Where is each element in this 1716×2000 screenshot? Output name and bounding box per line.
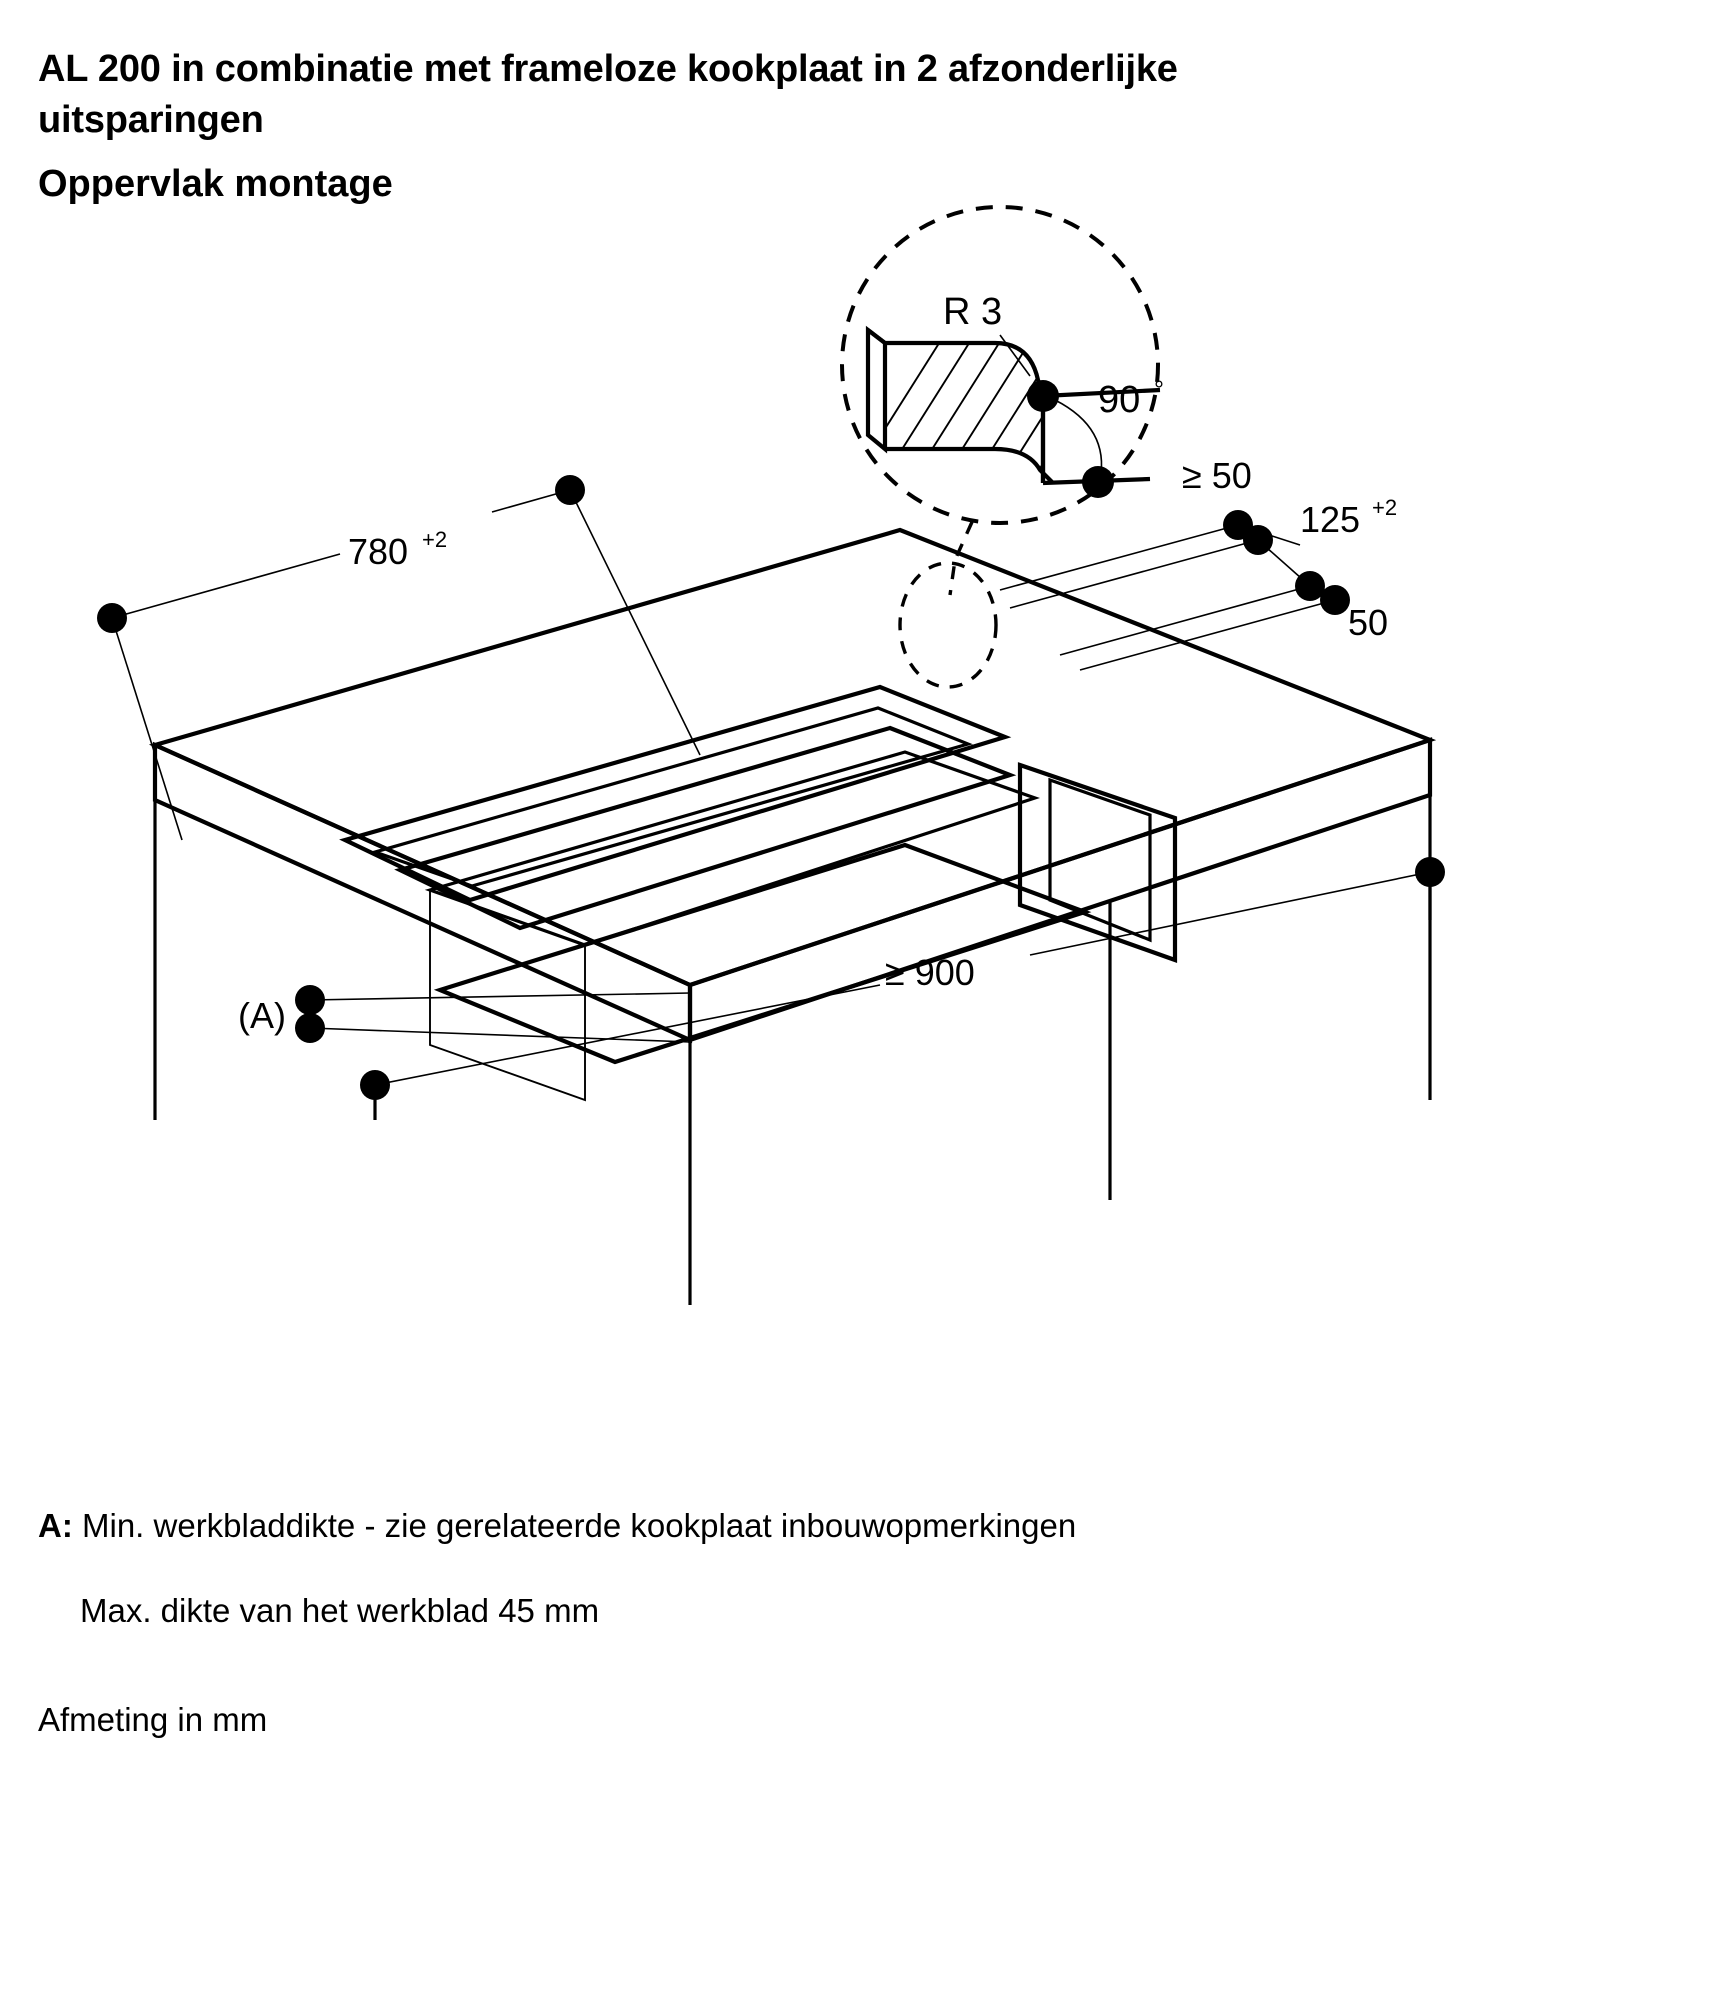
angle-label: 90 xyxy=(1098,379,1140,421)
worktop-front-left-edge xyxy=(152,741,693,1044)
dim-780-ext-right xyxy=(569,489,701,756)
note-a-label: A: xyxy=(38,1507,73,1544)
cutout-large-rebate-outer xyxy=(339,684,1012,903)
cutout-large-well-rim xyxy=(424,750,1040,947)
profile-left-face xyxy=(865,325,888,454)
radius-leader-line xyxy=(999,334,1031,377)
cutout-small-frame-outer xyxy=(1017,762,1178,963)
angle-end-dot xyxy=(1082,466,1114,498)
dim-780-line-a xyxy=(111,553,341,619)
dimension-thickness-A: (A) xyxy=(238,985,691,1043)
dimension-125: 125 +2 xyxy=(1009,495,1397,656)
dim-min900-line-a xyxy=(374,984,881,1086)
cutout-large-opening xyxy=(433,842,1092,1065)
detail-origin-marker xyxy=(898,561,998,689)
profile-bottom-edge xyxy=(885,446,1055,485)
page-title-line-2: uitsparingen xyxy=(38,98,264,141)
dim-min50-line xyxy=(999,524,1239,591)
dimension-min900: ≥ 900 xyxy=(360,857,1445,1120)
dim-min900-line-b xyxy=(1029,871,1431,956)
page-title-line-1: AL 200 in combinatie met frameloze kookp… xyxy=(38,48,1178,90)
dim-780-ext-left xyxy=(111,617,183,841)
note-a-text: Min. werkbladdikte - zie gerelateerde ko… xyxy=(82,1507,1077,1544)
dim-A-ext-bottom xyxy=(309,1027,691,1043)
worktop-body xyxy=(148,527,1437,1305)
cutout-large-rebate-inner xyxy=(369,706,973,888)
dimension-50: 50 xyxy=(1079,585,1388,671)
dim-125-tolerance: +2 xyxy=(1372,495,1397,520)
dim-780-tolerance: +2 xyxy=(422,527,447,552)
dim-50-value: 50 xyxy=(1348,602,1388,643)
dim-780-value: 780 xyxy=(348,531,408,572)
profile-surface-right-top xyxy=(1042,387,1161,399)
dimension-780: 780 +2 xyxy=(97,475,701,841)
cutout-small-frame-inner xyxy=(1048,777,1152,943)
isometric-worktop-diagram: R 3 90 ° xyxy=(97,205,1445,1305)
note-max-thickness: Max. dikte van het werkblad 45 mm xyxy=(80,1591,600,1629)
page-subtitle: Oppervlak montage xyxy=(38,163,393,206)
note-unit: Afmeting in mm xyxy=(38,1700,268,1738)
dim-A-label: (A) xyxy=(238,995,286,1036)
dim-125-ext-top xyxy=(1009,539,1259,609)
dim-min50-value: ≥ 50 xyxy=(1182,455,1252,496)
page-title-block: AL 200 in combinatie met frameloze kookp… xyxy=(38,44,1638,210)
detail-circle-outline xyxy=(840,205,1160,525)
notes-block: A: Min. werkbladdikte - zie gerelateerde… xyxy=(38,1505,1658,1742)
radius-label: R 3 xyxy=(943,291,1002,333)
dim-780-line-b xyxy=(491,489,571,513)
angle-vertex-dot xyxy=(1027,380,1059,412)
dim-125-value: 125 xyxy=(1300,499,1360,540)
dim-min900-value: ≥ 900 xyxy=(885,952,975,993)
dim-125-line xyxy=(1257,539,1311,587)
technical-drawing: R 3 90 ° xyxy=(0,200,1716,1400)
dim-125-ext-bottom xyxy=(1059,585,1311,656)
note-a-row: A: Min. werkbladdikte - zie gerelateerde… xyxy=(38,1505,1658,1548)
dim-50-line xyxy=(1079,599,1336,671)
cutout-large-well-left-wall xyxy=(429,888,586,1102)
dim-A-ext-top xyxy=(309,992,691,1001)
angle-degree-symbol: ° xyxy=(1154,376,1164,404)
